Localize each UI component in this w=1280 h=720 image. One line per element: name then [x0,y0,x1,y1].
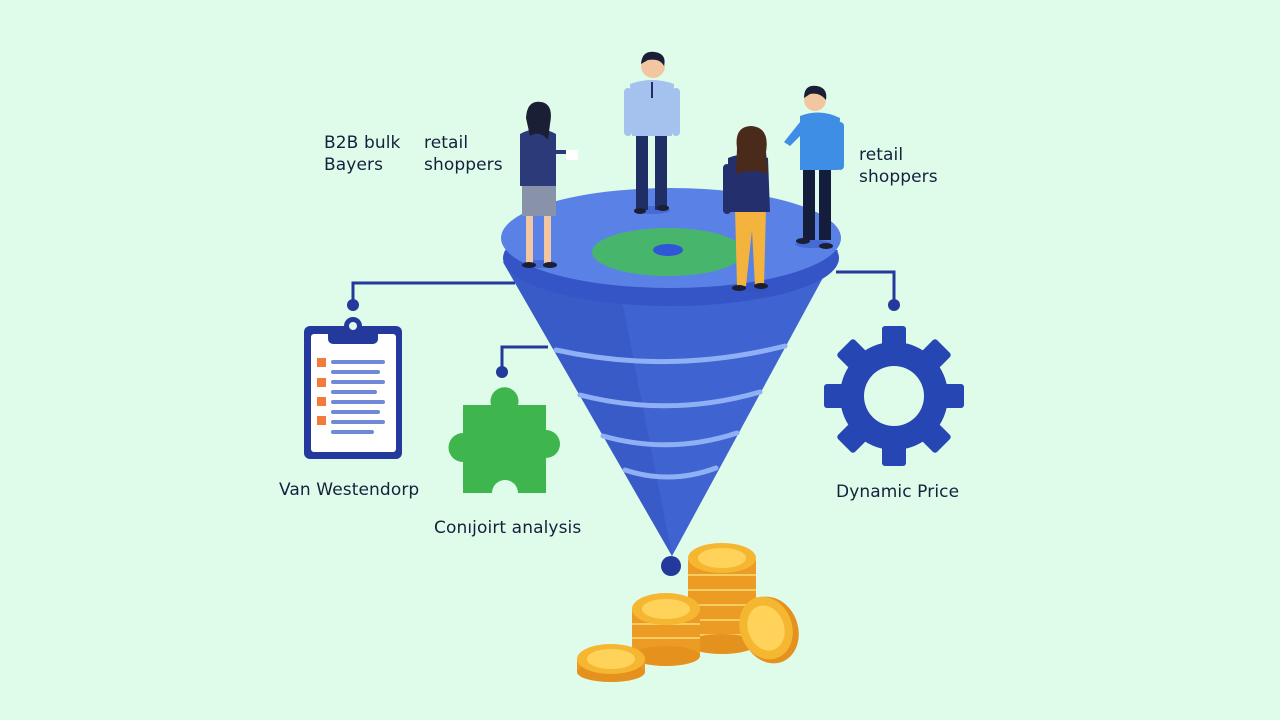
connector-dot-left [347,299,359,311]
coin-upright [739,596,799,664]
funnel-center-hole [653,244,683,256]
puzzle-piece-icon [448,387,560,493]
label-conjoint-analysis: Conıjoirt analysis [434,518,582,538]
funnel-output-dot [661,556,681,576]
person-man-right [784,85,844,249]
gear-icon [824,326,964,466]
funnel-shade [503,262,672,556]
clipboard-icon [304,317,402,459]
connector-right [836,270,896,303]
person-woman-clipboard [520,101,578,268]
person-woman-yellow [723,126,770,292]
label-b2b-bulk-buyers: B2B bulk Bayers [324,133,401,175]
label-dynamic-price: Dynamic Price [836,482,960,502]
funnel-icon [501,188,841,576]
label-retail-shoppers-right: retail shoppers [859,145,938,187]
person-man-center [624,51,680,214]
connector-middle [500,345,548,372]
label-retail-shoppers-left: retail shoppers [424,133,503,175]
connector-dot-middle [496,366,508,378]
connector-dot-right [888,299,900,311]
connectors [351,270,896,372]
coin-flat [577,644,645,682]
connector-left [351,281,515,303]
coin-stack-front [632,593,700,666]
coins-icon [577,543,799,682]
funnel-stripes [553,343,788,480]
label-van-westendorp: Van Westendorp [279,480,420,500]
